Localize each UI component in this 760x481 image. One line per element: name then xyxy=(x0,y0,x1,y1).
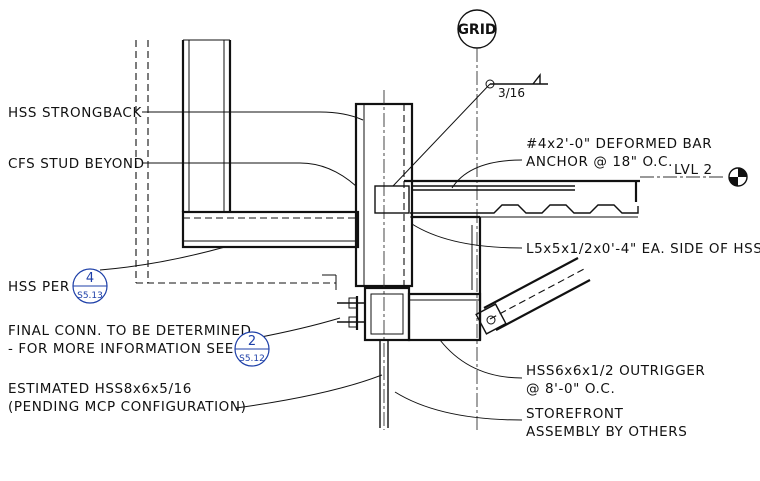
weld-symbol: 3/16 xyxy=(392,72,548,187)
detail-tag-a-sheet: S5.13 xyxy=(77,291,103,301)
level-marker: LVL 2 xyxy=(640,162,748,187)
embed-plate xyxy=(374,185,410,214)
grid-label: GRID xyxy=(457,22,496,38)
callout-angle: L5x5x1/2x0'-4" EA. SIDE OF HSS xyxy=(526,241,760,257)
level-label: LVL 2 xyxy=(674,162,713,178)
detail-tag-b[interactable]: 2 S5.12 xyxy=(234,331,270,367)
callout-hss-strongback: HSS STRONGBACK xyxy=(8,105,142,121)
storefront-mullion xyxy=(379,340,389,428)
detail-tag-a-number: 4 xyxy=(86,271,94,286)
callout-storefront-line1: STOREFRONT xyxy=(526,406,624,422)
callout-cfs-stud: CFS STUD BEYOND xyxy=(8,156,145,172)
grid-marker: GRID xyxy=(457,9,497,430)
hss-strongback xyxy=(181,39,232,212)
detail-tag-a[interactable]: 4 S5.13 xyxy=(72,268,108,304)
horizontal-hss-arm xyxy=(181,210,360,249)
callout-outrigger-line1: HSS6x6x1/2 OUTRIGGER xyxy=(526,363,705,379)
callout-final-conn-line2: - FOR MORE INFORMATION SEE xyxy=(8,341,234,357)
cfs-stud-wall xyxy=(135,40,337,290)
hss8x6-column xyxy=(354,90,414,430)
leader-lines xyxy=(99,111,523,421)
callout-hss-per: HSS PER xyxy=(8,279,70,295)
slab-and-anchor xyxy=(374,179,640,214)
callout-deformed-bar-line2: ANCHOR @ 18" O.C. xyxy=(526,154,673,170)
callout-estimated-line1: ESTIMATED HSS8x6x5/16 xyxy=(8,381,192,397)
callout-outrigger-line2: @ 8'-0" O.C. xyxy=(526,381,615,397)
detail-tag-b-number: 2 xyxy=(248,334,256,349)
diagonal-brace xyxy=(475,257,591,335)
callout-storefront-line2: ASSEMBLY BY OTHERS xyxy=(526,424,687,440)
bolted-connection xyxy=(337,296,365,330)
callout-estimated-line2: (PENDING MCP CONFIGURATION) xyxy=(8,399,246,415)
callout-deformed-bar-line1: #4x2'-0" DEFORMED BAR xyxy=(526,136,712,152)
detail-tag-b-sheet: S5.12 xyxy=(239,354,265,364)
weld-size: 3/16 xyxy=(498,86,525,100)
steel-angle xyxy=(412,215,482,340)
hss6x6-outrigger xyxy=(363,286,482,342)
callout-final-conn-line1: FINAL CONN. TO BE DETERMINED xyxy=(8,323,252,339)
metal-deck xyxy=(410,204,639,214)
